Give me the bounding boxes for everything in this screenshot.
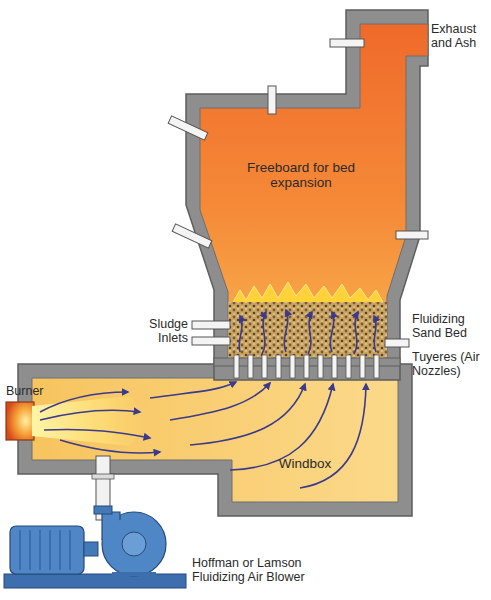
furnace-wall [186,10,428,380]
part-label: Fluidizing Sand Bed [412,312,490,340]
duct-flange [92,474,114,479]
port-stubs [168,39,428,347]
region-label: Freeboard for bed expansion [236,160,366,190]
air-blower [4,506,186,588]
part-label: Tuyeres (Air Nozzles) [412,350,490,378]
region-label: Windbox [250,456,360,471]
windbox-chamber [32,378,398,502]
part-label: Hoffman or Lamson Fluidizing Air Blower [192,556,322,584]
burner-box [6,402,34,440]
part-label: Burner [6,384,66,398]
part-label: Exhaust and Ash [431,22,489,50]
part-label: Sludge Inlets [132,317,188,345]
windbox-wall [18,364,412,516]
tuyere-nozzles [234,355,379,378]
freeboard-region: Freeboard for bed expansion [236,160,366,190]
sand-bed [228,302,387,358]
bed-flames [232,282,384,304]
windbox-region: Windbox [250,456,360,471]
burner-flame [32,396,150,446]
air-flow-arrows [40,310,376,488]
freeboard-chamber [200,24,428,358]
